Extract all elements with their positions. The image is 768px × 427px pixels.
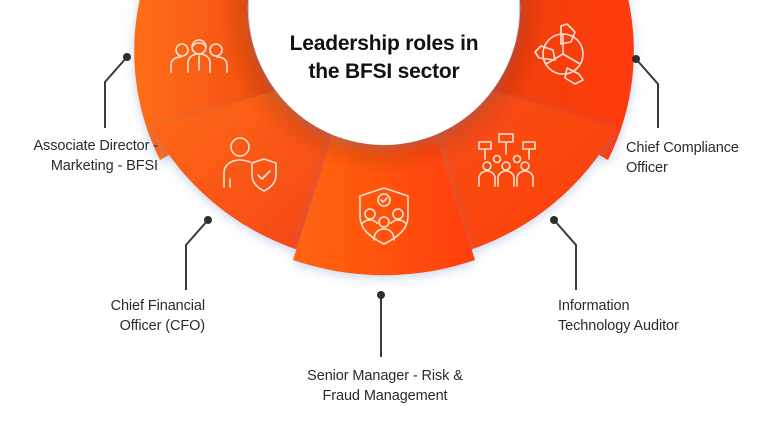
connector-dot-associate-director	[123, 53, 131, 61]
person-shield-check-icon	[223, 137, 277, 192]
label-line: Technology Auditor	[558, 318, 679, 334]
org-chart-people-icon	[478, 133, 536, 187]
center-circle	[249, 0, 519, 145]
connector-dot-chief-compliance	[632, 55, 640, 63]
hands-together-icon	[534, 23, 584, 85]
label-chief-compliance: Chief Compliance Officer	[626, 138, 768, 178]
diagram-title: Leadership roles in the BFSI sector	[250, 30, 518, 86]
connector-dot-cfo	[204, 216, 212, 224]
label-line: Chief Compliance	[626, 140, 739, 156]
title-line-2: the BFSI sector	[308, 60, 460, 83]
label-line: Senior Manager - Risk &	[307, 368, 463, 384]
label-line: Information	[558, 298, 630, 314]
connector-associate-director	[104, 56, 128, 128]
label-line: Associate Director -	[33, 138, 158, 154]
connector-dot-senior-manager	[377, 291, 385, 299]
connector-it-auditor	[553, 219, 577, 290]
label-senior-manager: Senior Manager - Risk & Fraud Management	[280, 366, 490, 406]
title-line-1: Leadership roles in	[289, 32, 479, 55]
team-people-icon	[170, 39, 228, 73]
label-it-auditor: Information Technology Auditor	[558, 296, 758, 336]
label-line: Fraud Management	[322, 388, 448, 404]
connector-dot-it-auditor	[550, 216, 558, 224]
label-associate-director: Associate Director - Marketing - BFSI	[0, 136, 158, 176]
connector-chief-compliance	[635, 58, 659, 128]
connector-cfo	[185, 219, 209, 290]
shield-group-check-icon	[359, 187, 409, 245]
label-line: Marketing - BFSI	[50, 158, 158, 174]
label-line: Officer	[626, 160, 668, 176]
label-line: Officer (CFO)	[119, 318, 206, 334]
label-line: Chief Financial	[110, 298, 206, 314]
label-cfo: Chief Financial Officer (CFO)	[60, 296, 206, 336]
